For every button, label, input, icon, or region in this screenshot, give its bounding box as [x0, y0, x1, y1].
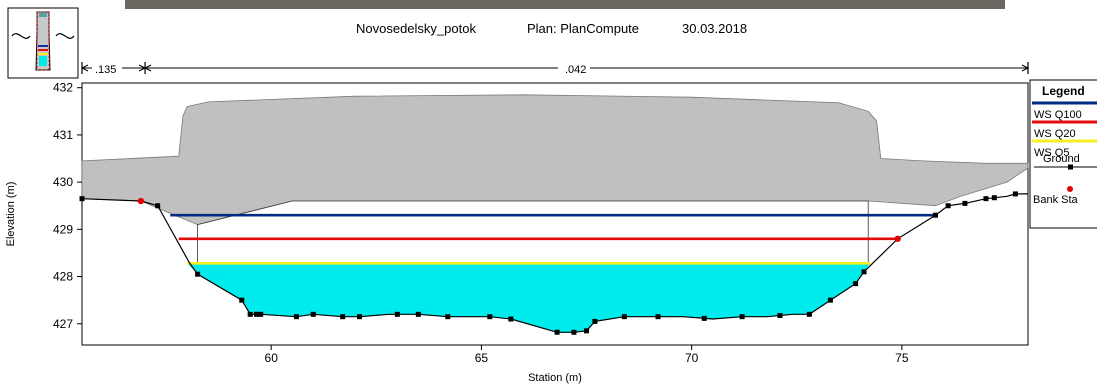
ground-marker-20 — [592, 318, 598, 324]
y-tick-label-428: 428 — [53, 270, 73, 284]
thumbnail-ground-left — [11, 33, 31, 39]
ground-marker-19 — [584, 328, 590, 334]
legend-label-5: Bank Sta — [1033, 194, 1079, 206]
ground-marker-21 — [621, 314, 627, 320]
ground-marker-1 — [79, 196, 85, 202]
y-tick-label-431: 431 — [53, 128, 73, 142]
ground-marker-35 — [1012, 191, 1018, 197]
bank-station-marker-2 — [894, 235, 901, 242]
legend-title: Legend — [1042, 84, 1085, 98]
location-thumbnail[interactable] — [7, 7, 79, 79]
manning-arrowhead-1 — [80, 64, 89, 72]
y-tick-label-432: 432 — [53, 81, 73, 95]
y-tick-label-429: 429 — [53, 222, 73, 236]
ground-marker-14 — [445, 314, 451, 320]
legend-label-4: Ground — [1043, 153, 1080, 165]
ground-marker-31 — [945, 203, 951, 209]
manning-arrowhead-4 — [1021, 64, 1030, 72]
ground-marker-25 — [777, 312, 783, 318]
chart-date: 30.03.2018 — [682, 21, 747, 36]
ground-marker-6 — [253, 311, 259, 317]
manning-arrowhead-3 — [143, 64, 152, 72]
y-tick-label-427: 427 — [53, 317, 73, 331]
background-photo-strip — [125, 0, 1005, 9]
ground-marker-4 — [239, 297, 245, 303]
bank-station-marker-1 — [137, 197, 145, 205]
ground-marker-27 — [827, 297, 833, 303]
ground-marker-9 — [310, 311, 316, 317]
legend-label-3: WS Q5 — [1034, 147, 1069, 159]
x-tick-label-65: 65 — [475, 351, 489, 365]
ground-marker-33 — [983, 196, 989, 202]
chart-plan: Plan: PlanCompute — [527, 21, 639, 36]
thumbnail-extent — [36, 11, 50, 71]
ground-marker-2 — [155, 203, 161, 209]
ground-marker-8 — [293, 314, 299, 320]
ground-marker-24 — [739, 314, 745, 320]
ground-marker-3 — [195, 271, 201, 277]
ground-marker-15 — [487, 314, 493, 320]
x-tick-label-60: 60 — [265, 351, 279, 365]
plot-layers — [79, 62, 1030, 335]
y-axis-label: Elevation (m) — [5, 182, 17, 247]
manning-main-label: .042 — [565, 64, 586, 76]
ground-marker-12 — [394, 311, 400, 317]
legend-label-1: WS Q100 — [1034, 109, 1082, 121]
ground-marker-22 — [655, 314, 661, 320]
ground-marker-26 — [806, 311, 812, 317]
thumbnail-water — [39, 56, 47, 66]
legend-label-2: WS Q20 — [1034, 128, 1076, 140]
x-tick-label-70: 70 — [685, 351, 699, 365]
x-axis-label: Station (m) — [528, 372, 582, 384]
x-tick-label-75: 75 — [895, 351, 909, 365]
legend-frame — [1029, 79, 1097, 229]
ground-marker-5 — [247, 311, 253, 317]
legend-marker-4 — [1068, 164, 1073, 170]
thumbnail-ground-right — [55, 33, 75, 39]
ground-marker-16 — [508, 316, 514, 322]
ground-marker-29 — [861, 269, 867, 275]
thumbnail-top-mark — [39, 12, 47, 17]
ground-marker-34 — [991, 195, 997, 201]
ground-marker-11 — [356, 314, 362, 320]
axes: 60 65 70 75 427 428 429 430 431 432 — [53, 81, 909, 365]
manning-left-label: .135 — [95, 64, 116, 76]
ground-marker-18 — [571, 329, 577, 335]
ground-marker-30 — [933, 212, 939, 218]
bridge-opening — [197, 200, 869, 263]
ground-marker-17 — [554, 329, 560, 335]
ground-marker-23 — [701, 315, 707, 321]
ground-marker-28 — [853, 281, 859, 287]
legend-swatch-5 — [1067, 186, 1073, 192]
ground-marker-32 — [962, 200, 968, 206]
ground-marker-7 — [258, 311, 264, 317]
ground-marker-10 — [340, 314, 346, 320]
chart-title: Novosedelsky_potok — [356, 21, 476, 36]
y-tick-label-430: 430 — [53, 175, 73, 189]
ground-marker-13 — [415, 311, 421, 317]
